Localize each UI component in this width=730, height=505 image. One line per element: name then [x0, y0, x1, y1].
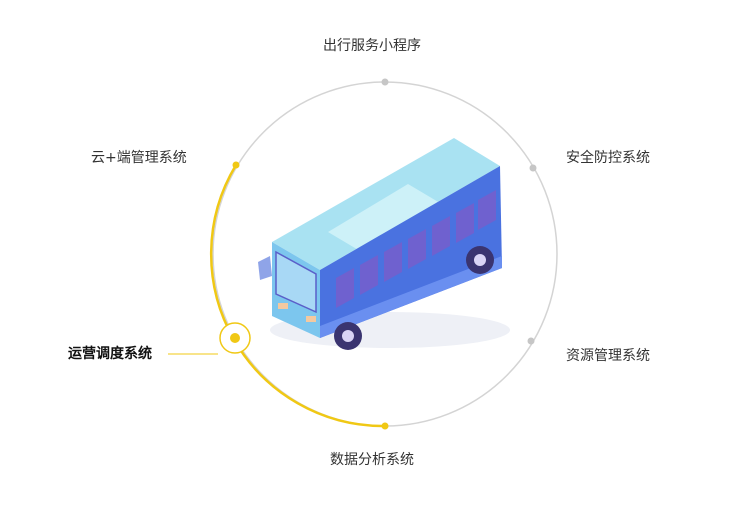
bus-hub-front — [342, 330, 354, 342]
node-dot-bottom[interactable] — [381, 422, 389, 430]
bus-illustration — [258, 138, 510, 350]
bus-window-4 — [408, 229, 426, 269]
bus-side-stripe — [320, 256, 502, 338]
label-mini-program[interactable]: 出行服务小程序 — [323, 38, 421, 54]
node-dot-bottom-right[interactable] — [527, 337, 535, 345]
node-dot-top-left[interactable] — [232, 161, 240, 169]
bus-window-1 — [336, 268, 354, 308]
node-dot-top-right[interactable] — [529, 164, 537, 172]
label-safety-system[interactable]: 安全防控系统 — [566, 150, 650, 166]
label-resource-management[interactable]: 资源管理系统 — [566, 348, 650, 364]
node-dot-left-active[interactable] — [230, 333, 240, 343]
bus-window-6 — [456, 203, 474, 243]
bus-skylight — [328, 184, 440, 251]
node-dot-top[interactable] — [381, 78, 389, 86]
label-operation-dispatch[interactable]: 运营调度系统 — [68, 346, 152, 362]
bus-plate-right — [306, 316, 316, 322]
bus-window-3 — [384, 242, 402, 282]
label-data-analysis[interactable]: 数据分析系统 — [330, 452, 414, 468]
bus-plate-left — [278, 303, 288, 309]
bus-window-5 — [432, 216, 450, 256]
label-cloud-management[interactable]: 云+端管理系统 — [91, 150, 187, 166]
bus-mirror — [258, 256, 272, 280]
bus-window-2 — [360, 255, 378, 295]
bus-hub-rear — [474, 254, 486, 266]
bus-windshield — [275, 250, 317, 314]
bus-window-7 — [478, 190, 496, 230]
